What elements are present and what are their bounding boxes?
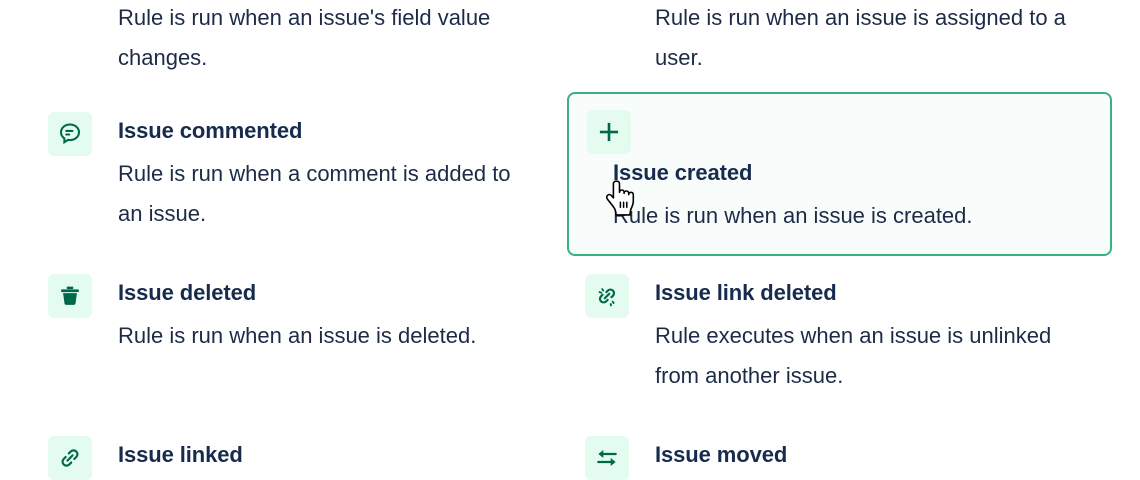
trash-icon bbox=[48, 274, 92, 318]
trigger-title: Issue linked bbox=[118, 442, 243, 467]
trigger-title: Issue commented bbox=[118, 118, 303, 143]
trigger-description: Rule is run when a comment is added to a… bbox=[118, 161, 511, 226]
plus-icon bbox=[587, 110, 631, 154]
trigger-title: Issue link deleted bbox=[655, 280, 837, 305]
trigger-issue-moved[interactable]: Issue moved bbox=[585, 436, 1110, 480]
comment-icon bbox=[48, 112, 92, 156]
move-arrows-icon bbox=[585, 436, 629, 480]
trigger-issue-deleted[interactable]: Issue deleted Rule is run when an issue … bbox=[48, 274, 573, 356]
trigger-title: Issue created bbox=[613, 160, 753, 185]
link-icon bbox=[48, 436, 92, 480]
trigger-issue-linked[interactable]: Issue linked bbox=[48, 436, 573, 480]
trigger-issue-created-selected[interactable]: Issue created Rule is run when an issue … bbox=[567, 92, 1112, 256]
trigger-description: Rule executes when an issue is unlinked … bbox=[655, 323, 1052, 388]
trigger-issue-link-deleted[interactable]: Issue link deleted Rule executes when an… bbox=[585, 274, 1110, 396]
trigger-title: Issue deleted bbox=[118, 280, 257, 305]
partial-description-right: Rule is run when an issue is assigned to… bbox=[655, 5, 1066, 70]
trigger-description: Rule is run when an issue is created. bbox=[613, 203, 973, 228]
partial-description-left: Rule is run when an issue's field value … bbox=[118, 5, 491, 70]
broken-link-icon bbox=[585, 274, 629, 318]
trigger-description: Rule is run when an issue is deleted. bbox=[118, 323, 477, 348]
trigger-title: Issue moved bbox=[655, 442, 788, 467]
trigger-issue-commented[interactable]: Issue commented Rule is run when a comme… bbox=[48, 112, 573, 234]
